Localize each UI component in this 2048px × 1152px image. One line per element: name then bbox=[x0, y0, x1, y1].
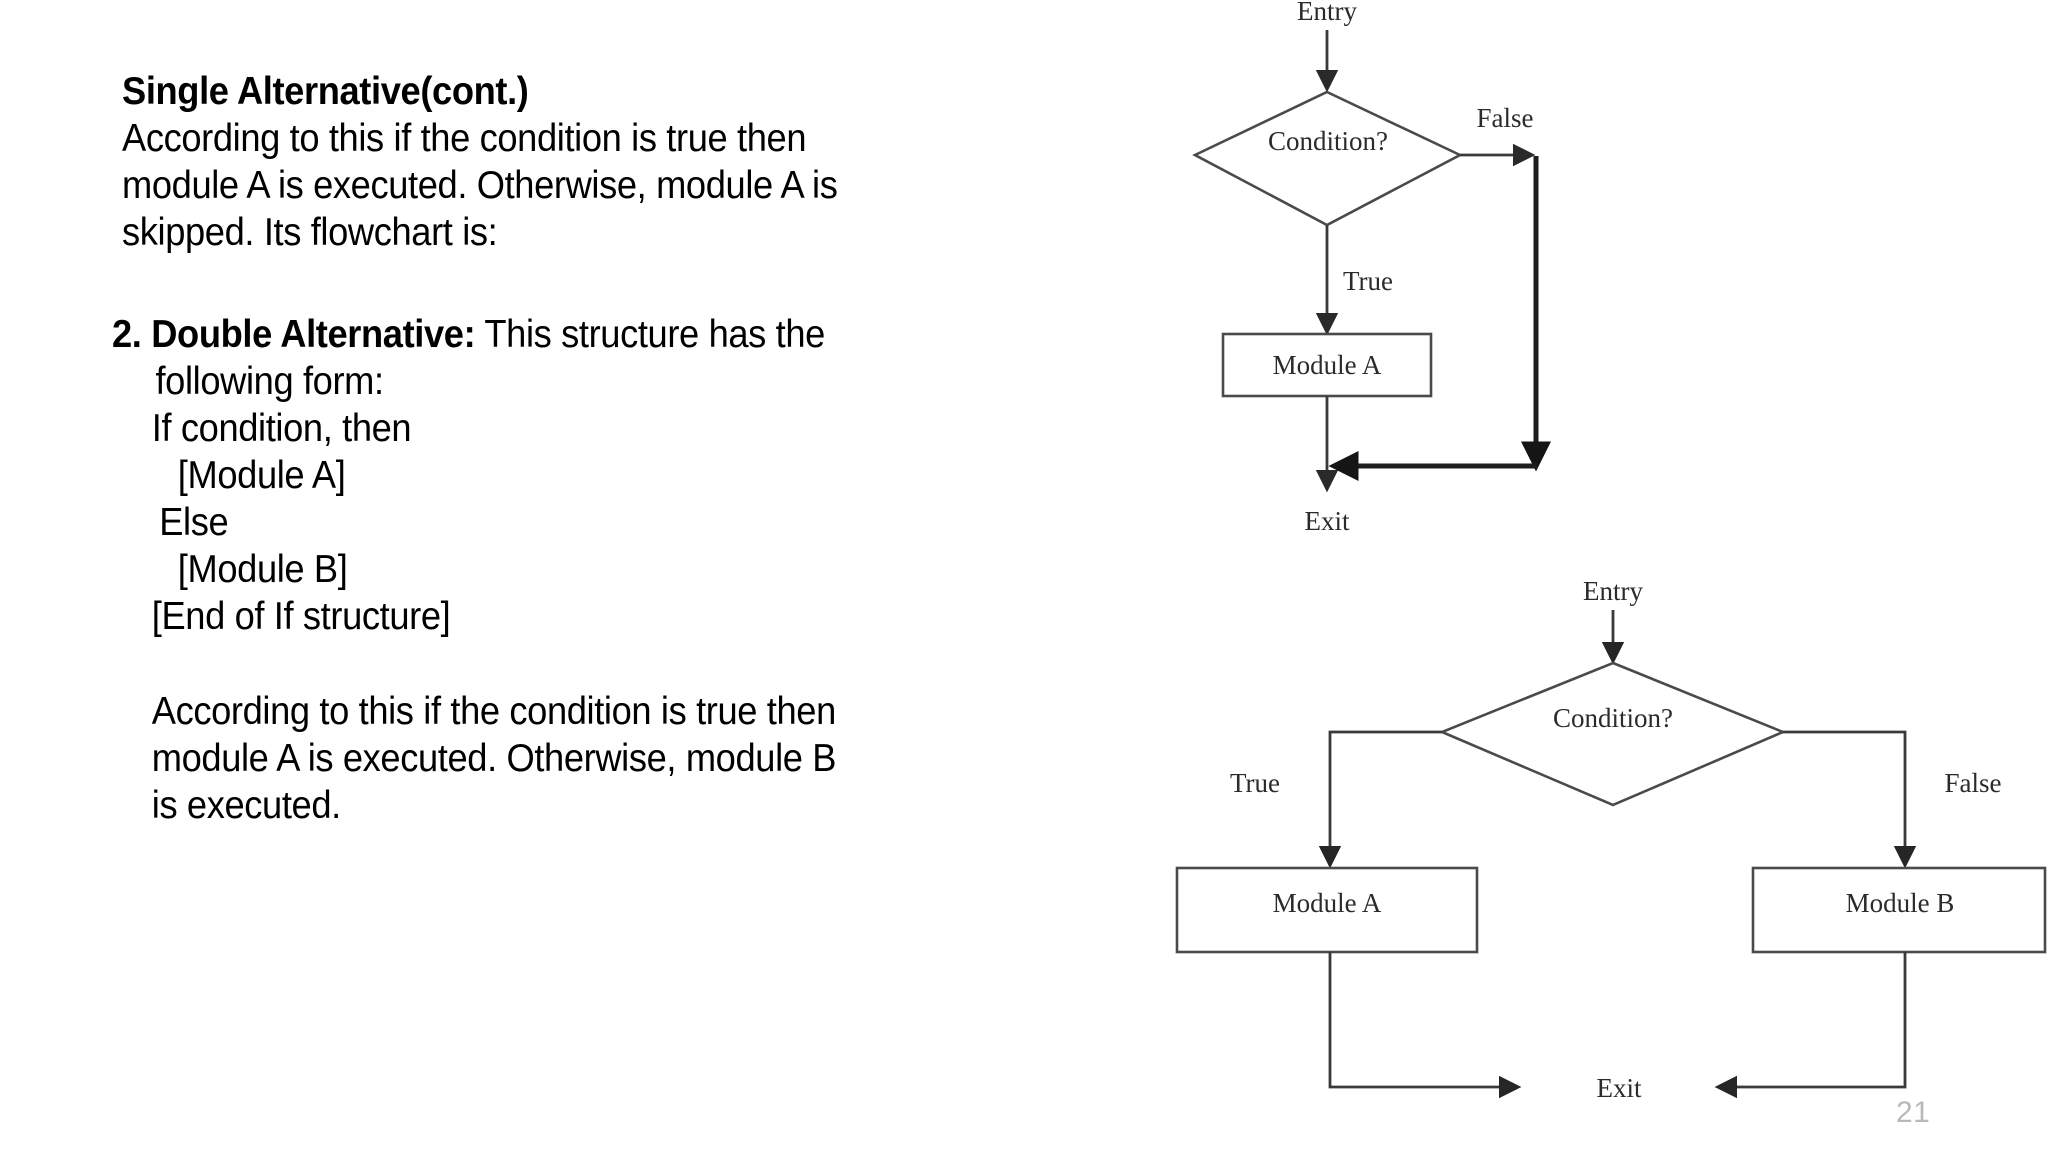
double-alt-desc-2: module A is executed. Otherwise, module … bbox=[151, 737, 837, 780]
flowchart2-module-b-label: Module B bbox=[1846, 888, 1955, 918]
flowchart2-decision-label: Condition? bbox=[1553, 703, 1673, 733]
flowchart1-exit-label: Exit bbox=[1305, 506, 1350, 536]
flowchart1-false-label: False bbox=[1477, 103, 1534, 133]
flowchart1-module-a-box bbox=[1221, 332, 1433, 398]
slide-text-body: Single Alternative(cont.) According to t… bbox=[112, 68, 912, 829]
flowchart2-true-branch bbox=[1318, 730, 1442, 869]
pseudo-else-line: Else bbox=[159, 501, 229, 544]
flowchart1-decision-label: Condition? bbox=[1268, 126, 1388, 156]
double-alt-line-2: following form: bbox=[155, 360, 384, 403]
flowchart1-true-label: True bbox=[1343, 266, 1393, 296]
flowchart1-decision-diamond bbox=[1192, 90, 1463, 227]
double-alt-desc-3: is executed. bbox=[151, 784, 341, 827]
flowchart2-module-a-box bbox=[1175, 866, 1479, 954]
flowchart2-module-b-exit-path bbox=[1714, 952, 1907, 1099]
double-alt-heading-rest: This structure has the bbox=[475, 313, 825, 356]
flowchart2-exit-label: Exit bbox=[1597, 1073, 1642, 1103]
flowchart2-entry-label: Entry bbox=[1583, 576, 1643, 606]
paragraph-spacer-2 bbox=[122, 640, 912, 688]
pseudo-module-a-line: [Module A] bbox=[177, 454, 346, 497]
flowchart2-module-a-label: Module A bbox=[1273, 888, 1382, 918]
single-alternative-flowchart-image: Entry Condition? False True Module A Exi… bbox=[1175, 0, 1875, 572]
flowchart2-decision-diamond bbox=[1438, 661, 1787, 807]
single-alt-line-3: skipped. Its flowchart is: bbox=[122, 211, 498, 254]
double-alternative-flowchart-image: Entry Condition? True False Module A Mod… bbox=[1145, 560, 2048, 1152]
flowchart2-false-label: False bbox=[1945, 768, 2002, 798]
paragraph-spacer bbox=[122, 256, 912, 311]
flowchart2-false-branch bbox=[1783, 730, 1917, 869]
pseudo-module-b-line: [Module B] bbox=[177, 548, 348, 591]
page-number: 21 bbox=[1896, 1096, 1931, 1129]
pseudo-if-line: If condition, then bbox=[151, 407, 412, 450]
pseudo-end-if-line: [End of If structure] bbox=[151, 595, 451, 638]
flowchart1-entry-label: Entry bbox=[1297, 0, 1357, 26]
single-alt-line-2: module A is executed. Otherwise, module … bbox=[122, 164, 838, 207]
heading-single-alternative: Single Alternative(cont.) bbox=[122, 70, 529, 113]
flowchart1-module-a-label: Module A bbox=[1273, 350, 1382, 380]
single-alt-line-1: According to this if the condition is tr… bbox=[122, 117, 807, 160]
double-alt-heading: 2. Double Alternative: This structure ha… bbox=[112, 311, 856, 358]
flowchart2-module-a-exit-path bbox=[1328, 952, 1522, 1099]
flowchart2-module-b-box bbox=[1751, 866, 2047, 954]
double-alt-heading-label: 2. Double Alternative: bbox=[112, 313, 476, 356]
double-alt-desc-1: According to this if the condition is tr… bbox=[151, 690, 837, 733]
flowchart2-true-label: True bbox=[1230, 768, 1280, 798]
